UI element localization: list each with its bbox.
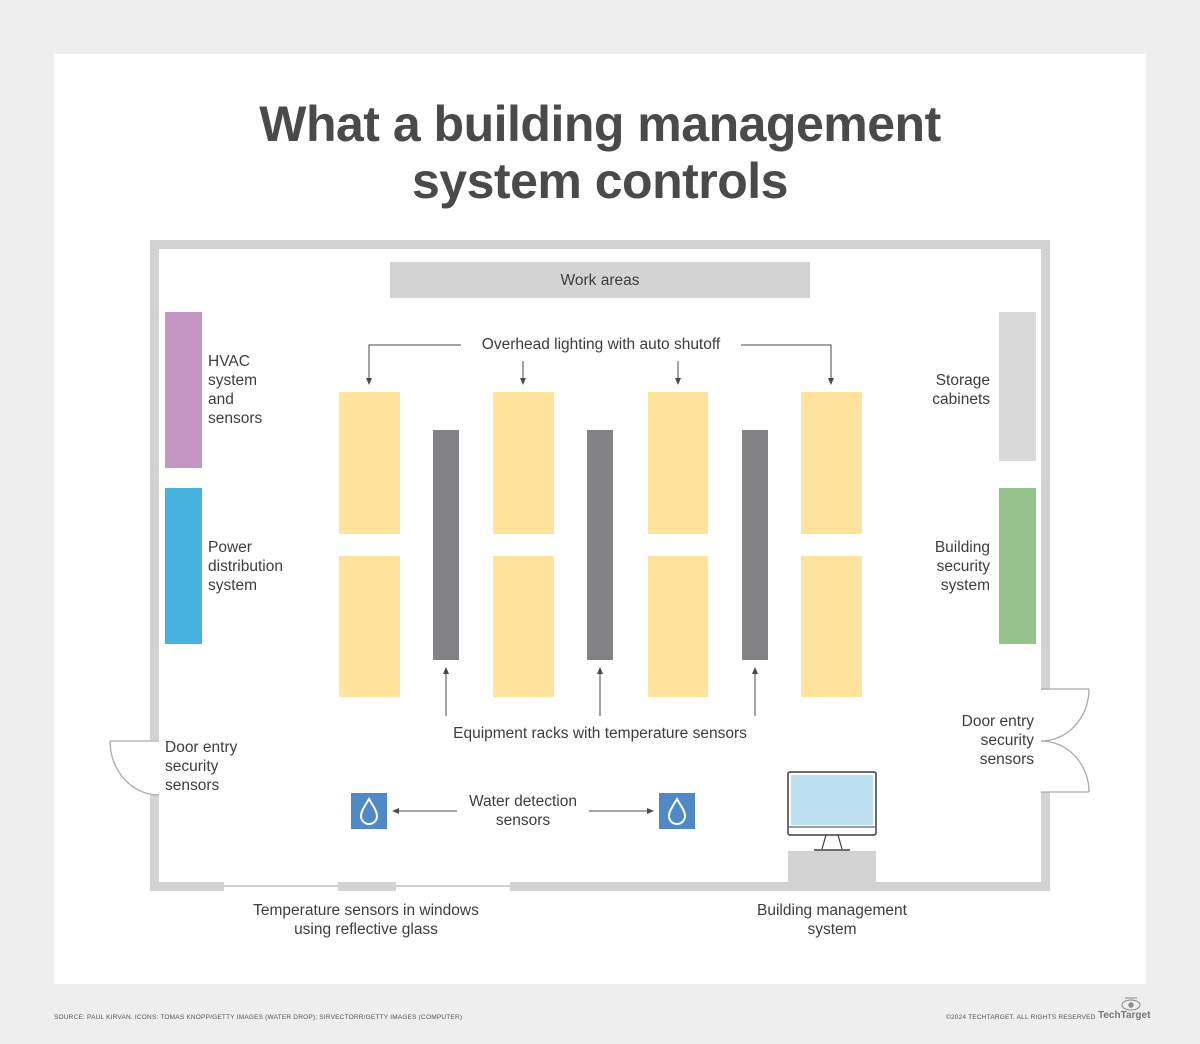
work-areas-label: Work areas — [560, 272, 640, 289]
door-right-label: Door entry security sensors — [961, 713, 1034, 768]
security-system-unit — [999, 488, 1036, 644]
storage-label: Storage cabinets — [932, 372, 990, 408]
wall-bottom-a — [150, 882, 224, 891]
wall-left-lower — [150, 795, 159, 891]
water-drop-icon — [351, 793, 387, 829]
overhead-lighting-label: Overhead lighting with auto shutoff — [461, 335, 741, 354]
eye-logo-icon — [1121, 997, 1141, 1011]
wall-bottom-c — [510, 882, 1050, 891]
light-panel — [648, 392, 708, 534]
light-panel — [801, 556, 862, 697]
hvac-label: HVAC system and sensors — [208, 353, 263, 427]
bms-desk — [788, 851, 876, 886]
windows-label: Temperature sensors in windows using ref… — [253, 902, 479, 938]
light-panel — [648, 556, 708, 697]
work-areas-bar — [390, 262, 810, 298]
equipment-rack — [433, 430, 459, 660]
power-distribution-unit — [165, 488, 202, 644]
hvac-unit — [165, 312, 202, 468]
wall-bottom-b — [338, 882, 396, 891]
lighting-panels — [339, 392, 862, 697]
door-left-label: Door entry security sensors — [165, 739, 238, 794]
storage-cabinets — [999, 312, 1036, 461]
wall-left-upper — [150, 240, 159, 740]
bms-label: Building management system — [757, 902, 907, 938]
rack-arrows — [443, 667, 758, 716]
room-walls — [150, 240, 1050, 891]
wall-right-lower — [1041, 792, 1050, 891]
light-panel — [339, 392, 400, 534]
computer-monitor-icon — [787, 771, 877, 851]
light-panel — [493, 556, 554, 697]
brand-logo-text: TechTarget — [1098, 1010, 1151, 1021]
light-panel — [801, 392, 862, 534]
equipment-rack — [587, 430, 613, 660]
wall-right-upper — [1041, 240, 1050, 690]
power-label: Power distribution system — [208, 539, 283, 594]
door-left — [109, 740, 160, 796]
racks-label: Equipment racks with temperature sensors — [453, 725, 747, 742]
light-panel — [493, 392, 554, 534]
page-title: What a building management system contro… — [0, 96, 1200, 210]
lighting-arrows — [366, 344, 834, 385]
wall-top — [150, 240, 1050, 249]
light-panel — [339, 556, 400, 697]
title-line-2: system controls — [412, 153, 788, 209]
door-right — [1040, 688, 1090, 793]
source-credit: SOURCE: PAUL KIRVAN. ICONS: TOMAS KNOPP/… — [54, 1014, 463, 1021]
water-sensors-label: Water detection sensors — [469, 793, 577, 829]
equipment-rack — [742, 430, 768, 660]
title-line-1: What a building management — [259, 96, 941, 152]
security-label: Building security system — [934, 539, 990, 594]
copyright: ©2024 TECHTARGET. ALL RIGHTS RESERVED — [946, 1014, 1096, 1021]
equipment-racks — [433, 430, 768, 660]
water-drop-icon — [659, 793, 695, 829]
